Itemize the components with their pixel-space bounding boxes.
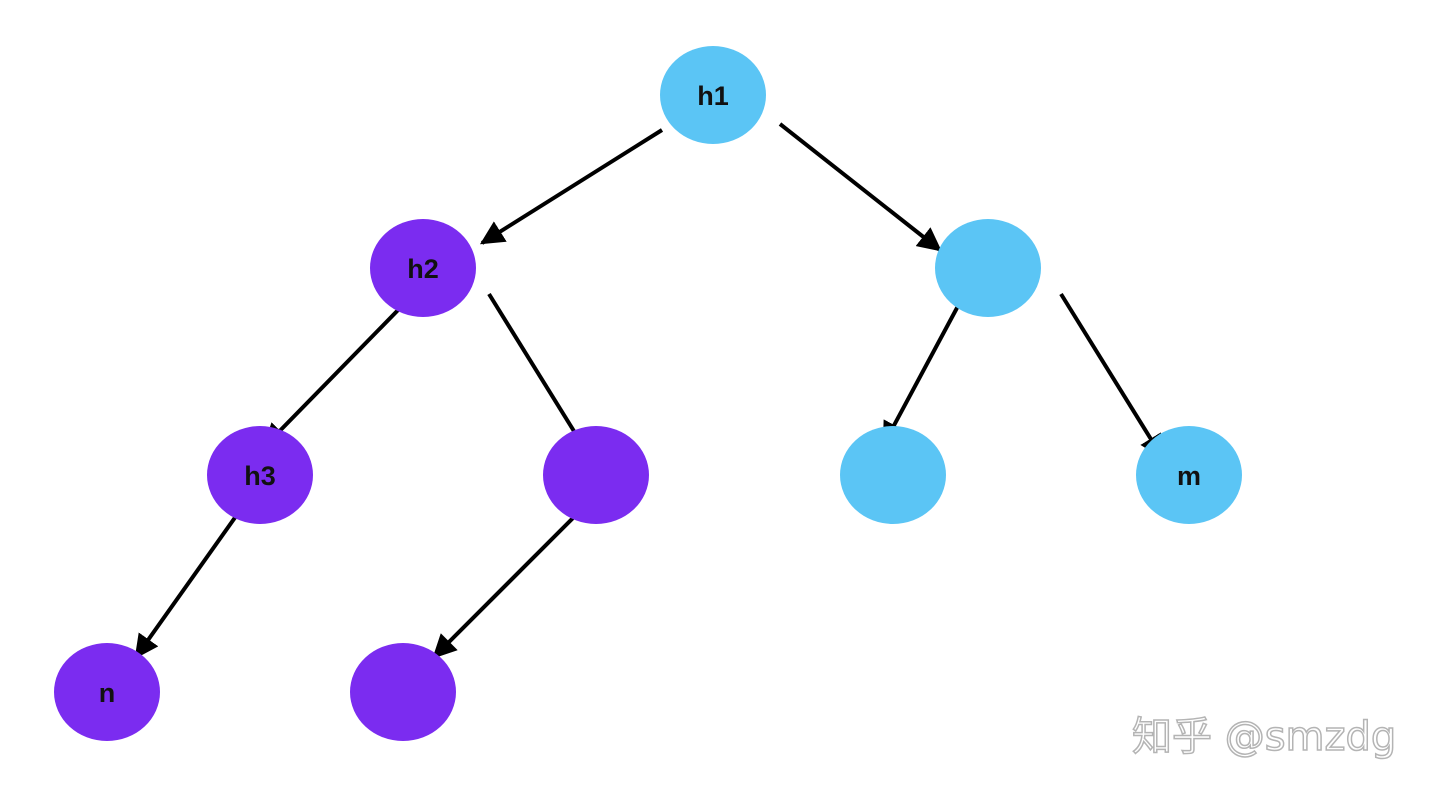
tree-node-root: h1 <box>660 46 766 144</box>
node-circle <box>935 219 1041 317</box>
nodes-layer: h1 h2 h3 m n <box>54 46 1242 741</box>
edge-arrow-right-to-right-right <box>1059 292 1164 460</box>
edge-arrow-root-to-right <box>778 122 942 252</box>
node-label: h3 <box>244 461 276 491</box>
node-circle <box>54 643 160 741</box>
edge-arrow-right-to-right-left <box>882 305 960 447</box>
tree-node-left-left-left: n <box>54 643 160 741</box>
node-circle <box>660 46 766 144</box>
tree-node-right-left <box>840 426 946 524</box>
node-label: n <box>99 678 116 708</box>
node-circle <box>370 219 476 317</box>
tree-node-right <box>935 219 1041 317</box>
node-label: h2 <box>407 254 439 284</box>
node-circle <box>350 643 456 741</box>
node-circle <box>1136 426 1242 524</box>
node-label: m <box>1177 461 1201 491</box>
watermark-text: 知乎 @smzdg <box>1131 713 1397 761</box>
edge-arrow-left-right-to-left-right-left <box>432 506 585 659</box>
edge-arrow-left-to-left-left <box>263 304 404 448</box>
edges-layer <box>134 122 1164 659</box>
edge-arrow-left-left-to-left-left-left <box>134 493 253 659</box>
edge-arrow-root-to-left <box>479 128 664 245</box>
edge-arrow-left-to-left-right <box>487 292 592 460</box>
tree-node-left: h2 <box>370 219 476 317</box>
node-circle <box>207 426 313 524</box>
tree-node-left-left: h3 <box>207 426 313 524</box>
node-circle <box>543 426 649 524</box>
tree-node-left-right-left <box>350 643 456 741</box>
tree-node-right-right: m <box>1136 426 1242 524</box>
node-label: h1 <box>697 81 729 111</box>
node-circle <box>840 426 946 524</box>
tree-node-left-right <box>543 426 649 524</box>
